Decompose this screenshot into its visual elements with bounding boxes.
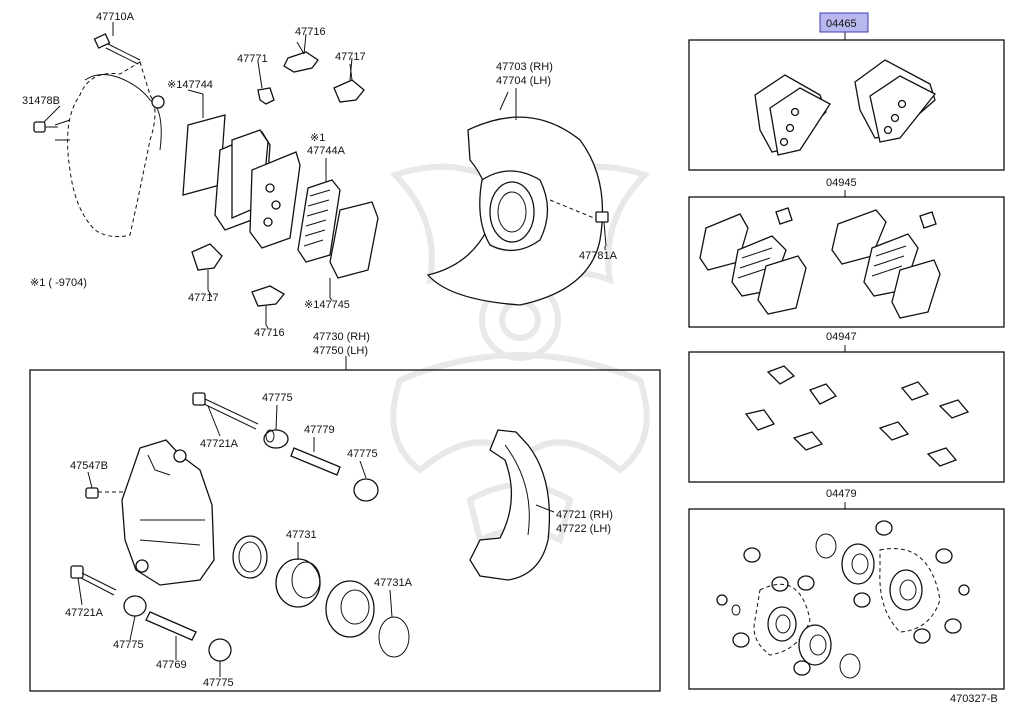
pin-47769 <box>145 611 197 641</box>
label-47703[interactable]: 47703 (RH) <box>496 61 553 73</box>
shim-47744A <box>297 158 341 263</box>
bushing-47775-right <box>353 478 379 502</box>
label-note-range: ※1 ( -9704) <box>30 277 87 289</box>
label-47730[interactable]: 47730 (RH) <box>313 331 370 343</box>
label-47771[interactable]: 47771 <box>237 53 268 65</box>
nut-31478B <box>33 121 58 133</box>
watermark-emblem <box>389 163 651 545</box>
label-47731[interactable]: 47731 <box>286 529 317 541</box>
bleeder-47547B <box>85 487 124 499</box>
clip-47717-top <box>333 57 365 103</box>
label-47547B[interactable]: 47547B <box>70 460 108 472</box>
clip-47716-top <box>283 33 319 73</box>
kit-labels: 04465 04945 04947 04479 <box>819 12 869 500</box>
label-47704[interactable]: 47704 (LH) <box>496 75 551 87</box>
bolt-47721A-top <box>192 392 259 430</box>
label-47781A[interactable]: 47781A <box>579 250 618 262</box>
kit-04947-clips <box>744 365 970 467</box>
kit-box-04945 <box>688 196 1005 328</box>
label-47716-top[interactable]: 47716 <box>295 26 326 38</box>
caliper-body <box>121 439 215 586</box>
kit-label-04479[interactable]: 04479 <box>826 488 857 500</box>
kit-label-04947[interactable]: 04947 <box>826 331 857 343</box>
label-47744A[interactable]: 47744A <box>307 145 346 157</box>
label-47717-top[interactable]: 47717 <box>335 51 366 63</box>
label-31478B[interactable]: 31478B <box>22 95 60 107</box>
clip-47716-bottom <box>251 285 285 325</box>
brake-pad-outer <box>249 151 301 249</box>
piston-seal-47731 <box>232 535 268 579</box>
bolt-47721A-bottom <box>70 565 117 596</box>
label-47775-bottom-right[interactable]: 47775 <box>203 677 234 689</box>
clip-47771 <box>257 61 275 105</box>
label-47731A[interactable]: 47731A <box>374 577 413 589</box>
kit-04465-highlight <box>819 12 869 33</box>
kit-box-04947 <box>688 351 1005 483</box>
dust-shield-47703 <box>426 88 604 306</box>
label-47710A[interactable]: 47710A <box>96 11 135 23</box>
label-47750[interactable]: 47750 (LH) <box>313 345 368 357</box>
kit-label-04945[interactable]: 04945 <box>826 177 857 189</box>
part-labels: 47710A 31478B ※147744 47771 47716 47717 … <box>22 11 618 689</box>
bushing-47775-bottom-left <box>123 595 147 617</box>
label-47717-bottom[interactable]: 47717 <box>188 292 219 304</box>
kit-box-04479 <box>688 508 1005 690</box>
bolt-47710A <box>93 22 141 65</box>
clip-47717-bottom <box>191 243 223 290</box>
kit-box-04465 <box>688 39 1005 171</box>
kit-04945-shims <box>699 207 941 319</box>
label-147744[interactable]: ※147744 <box>167 79 213 91</box>
label-47721[interactable]: 47721 (RH) <box>556 509 613 521</box>
kit-label-04465[interactable]: 04465 <box>826 18 857 30</box>
kit-04465-pads <box>754 59 937 156</box>
label-47779[interactable]: 47779 <box>304 424 335 436</box>
bushing-47775-bottom-right <box>208 638 232 662</box>
label-47775-right[interactable]: 47775 <box>347 448 378 460</box>
ring-47731A <box>378 616 410 658</box>
steering-knuckle <box>54 61 165 238</box>
label-47722[interactable]: 47722 (LH) <box>556 523 611 535</box>
label-47769[interactable]: 47769 <box>156 659 187 671</box>
shim-147745 <box>329 201 379 298</box>
diagram-code: 470327-B <box>950 693 998 705</box>
piston <box>275 558 321 608</box>
label-147745[interactable]: ※147745 <box>304 299 350 311</box>
bushing-47775-top <box>263 429 289 449</box>
label-47775-bottom-left[interactable]: 47775 <box>113 639 144 651</box>
label-47716-bottom[interactable]: 47716 <box>254 327 285 339</box>
label-47721A-bottom[interactable]: 47721A <box>65 607 104 619</box>
bracket-47721 <box>469 429 551 581</box>
dust-boot <box>325 580 375 638</box>
label-47721A-top[interactable]: 47721A <box>200 438 239 450</box>
caliper-assembly-frame <box>29 369 661 692</box>
label-47775-top[interactable]: 47775 <box>262 392 293 404</box>
pin-47779 <box>290 447 341 476</box>
kit-04479-seals <box>716 520 970 679</box>
label-note-1: ※1 <box>310 132 325 144</box>
bolt-47781A <box>549 199 609 247</box>
